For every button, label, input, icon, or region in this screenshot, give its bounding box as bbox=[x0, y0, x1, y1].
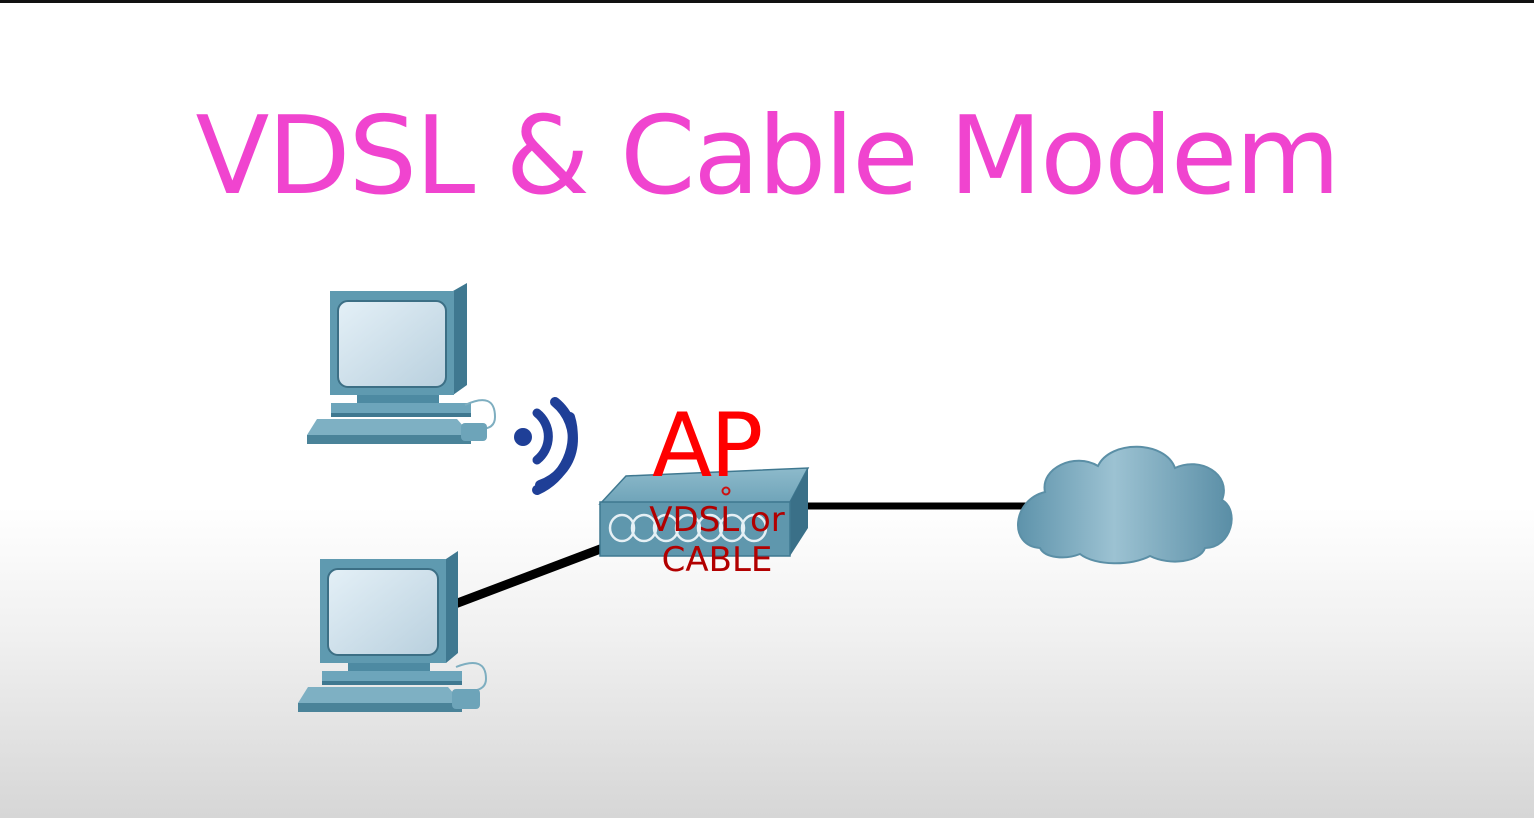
ap-label: AP bbox=[652, 394, 763, 497]
slide-title: VDSL & Cable Modem bbox=[195, 94, 1340, 219]
device-label-line2: CABLE bbox=[661, 540, 773, 580]
wired-link-pc bbox=[453, 543, 605, 609]
top-border bbox=[0, 0, 1534, 3]
wireless-signal-icon bbox=[514, 397, 578, 495]
computer-icon bbox=[307, 283, 497, 444]
modem-router-icon bbox=[598, 467, 810, 557]
internet-cloud-icon bbox=[1017, 445, 1233, 565]
computer-icon bbox=[298, 551, 488, 712]
device-label-line1: VDSL or bbox=[649, 500, 785, 540]
device-label: VDSL or CABLE bbox=[622, 500, 812, 580]
